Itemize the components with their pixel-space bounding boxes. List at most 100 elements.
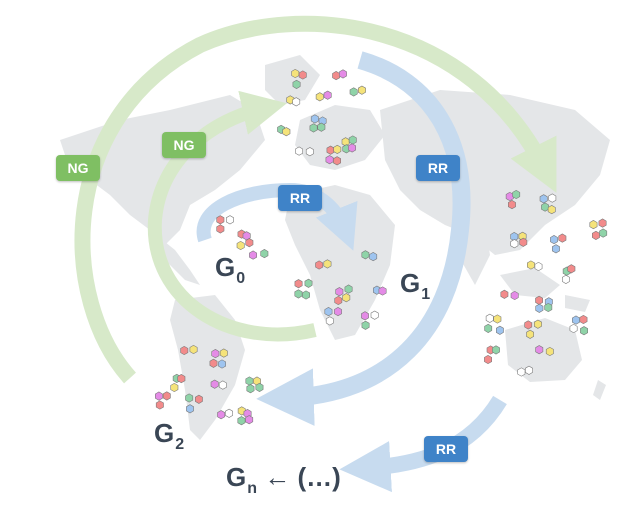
individual-hexagon xyxy=(325,316,334,326)
individual-hexagon xyxy=(317,122,326,132)
individual-hexagon xyxy=(282,127,291,137)
individual-hexagon xyxy=(485,313,494,323)
individual-hexagon xyxy=(369,252,378,262)
individual-hexagon xyxy=(361,311,369,321)
ng-badge-outer: NG xyxy=(56,155,100,181)
individual-hexagon xyxy=(569,323,578,334)
individual-hexagon xyxy=(357,85,366,95)
individual-hexagon xyxy=(547,205,556,215)
generation-g0-label: G0 xyxy=(215,252,246,287)
individual-hexagon xyxy=(599,228,608,238)
individual-hexagon xyxy=(361,320,370,330)
individual-hexagon xyxy=(370,310,379,320)
individual-hexagon xyxy=(216,215,225,225)
individual-hexagon xyxy=(510,239,519,249)
individual-hexagon xyxy=(315,92,324,102)
individual-hexagon xyxy=(155,400,164,410)
individual-hexagon xyxy=(342,293,351,303)
individual-hexagon xyxy=(246,384,255,394)
individual-hexagon xyxy=(155,391,163,401)
individual-hexagon xyxy=(535,303,544,313)
individual-hexagon xyxy=(524,320,533,330)
individual-hexagon xyxy=(177,374,186,384)
individual-hexagon xyxy=(323,90,332,100)
individual-hexagon xyxy=(591,230,600,240)
individual-hexagon xyxy=(589,220,598,230)
individual-hexagon xyxy=(291,68,300,79)
individual-hexagon xyxy=(339,69,347,79)
individual-hexagon xyxy=(225,408,233,418)
individual-hexagon xyxy=(517,367,526,377)
individual-hexagon xyxy=(361,250,370,260)
individual-hexagon xyxy=(484,354,493,365)
individual-hexagon xyxy=(210,379,219,389)
rr-arrow-right xyxy=(256,51,471,426)
individual-hexagon xyxy=(548,193,557,203)
rr-badge-inner: RR xyxy=(278,185,322,211)
generation-g1-label: G1 xyxy=(400,268,431,303)
individual-hexagon xyxy=(249,250,258,260)
individual-hexagon xyxy=(304,278,313,288)
individual-hexagon xyxy=(344,284,353,294)
individual-hexagon xyxy=(492,345,500,355)
individual-hexagon xyxy=(334,307,342,317)
individual-hexagon xyxy=(484,323,493,333)
individual-hexagon xyxy=(211,349,220,359)
individual-hexagon xyxy=(335,287,344,297)
individual-hexagon xyxy=(209,358,218,368)
ng-badge-inner: NG xyxy=(162,132,206,158)
individual-hexagon xyxy=(567,264,576,274)
ng-arrow-outer xyxy=(74,15,557,384)
individual-hexagon xyxy=(226,215,234,225)
individual-hexagon xyxy=(294,289,303,299)
individual-hexagon xyxy=(507,200,516,210)
individual-hexagon xyxy=(189,344,198,355)
ng-arrow-inner xyxy=(147,90,317,342)
individual-hexagon xyxy=(217,410,226,420)
individual-hexagon xyxy=(580,326,589,336)
individual-hexagon xyxy=(551,244,560,254)
individual-hexagon xyxy=(534,261,543,272)
individual-hexagon xyxy=(332,71,341,81)
individual-hexagon xyxy=(579,314,588,325)
rr-badge-bottom: RR xyxy=(424,436,468,462)
individual-hexagon xyxy=(324,307,333,317)
individual-hexagon xyxy=(493,314,502,324)
individual-hexagon xyxy=(325,155,334,165)
individual-hexagon xyxy=(315,260,324,270)
individual-hexagon xyxy=(333,144,342,154)
individual-hexagon xyxy=(298,70,307,80)
individual-hexagon xyxy=(216,224,225,234)
individual-hexagon xyxy=(170,382,179,393)
individual-hexagon xyxy=(349,87,358,97)
individual-hexagon xyxy=(236,240,245,251)
rr-badge-right: RR xyxy=(416,155,460,181)
individual-hexagon xyxy=(295,146,304,156)
individual-hexagon xyxy=(533,319,542,329)
individual-hexagon xyxy=(245,415,254,425)
individual-hexagon xyxy=(545,346,554,357)
individual-hexagon xyxy=(550,235,558,245)
individual-hexagon xyxy=(348,135,357,145)
individual-hexagon xyxy=(218,359,226,369)
individual-hexagon xyxy=(186,404,194,414)
individual-hexagon xyxy=(558,233,567,243)
individual-hexagon xyxy=(539,194,548,204)
individual-hexagon xyxy=(219,348,228,358)
individual-hexagon xyxy=(245,376,254,386)
individual-hexagon xyxy=(348,143,357,153)
individual-hexagon xyxy=(526,260,535,270)
individual-hexagon xyxy=(310,114,319,124)
individual-hexagon xyxy=(510,290,519,301)
individual-hexagon xyxy=(292,79,301,89)
individual-hexagon xyxy=(185,393,194,403)
individual-hexagon xyxy=(535,295,544,305)
individual-hexagon xyxy=(571,315,580,325)
individual-hexagon xyxy=(334,295,343,306)
individual-hexagon xyxy=(495,325,504,335)
individual-hexagon xyxy=(237,406,246,416)
individual-hexagon xyxy=(525,365,533,375)
individual-hexagon xyxy=(195,394,203,404)
individual-hexagon xyxy=(326,145,335,155)
